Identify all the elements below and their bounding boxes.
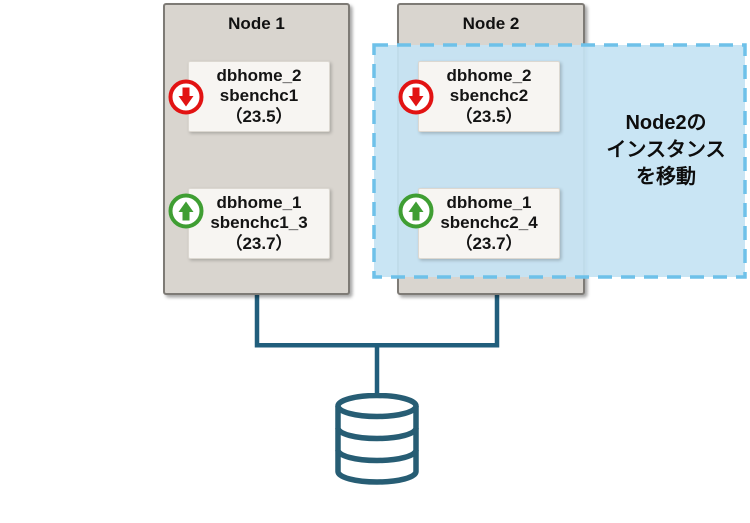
up-arrow-icon xyxy=(168,193,204,229)
annotation-text: Node2の インスタンス を移動 xyxy=(606,112,726,188)
database-icon xyxy=(335,393,419,485)
node2-title: Node 2 xyxy=(462,14,520,33)
node2-dbhome1-label: dbhome_1 sbenchc2_4 （23.7） xyxy=(440,192,538,253)
node2-dbhome1-box: dbhome_1 sbenchc2_4 （23.7） xyxy=(418,188,560,259)
node1-title: Node 1 xyxy=(228,14,285,33)
node1-dbhome1-label: dbhome_1 sbenchc1_3 （23.7） xyxy=(210,192,308,253)
node2-dbhome2-box: dbhome_2 sbenchc2 （23.5） xyxy=(418,61,560,132)
down-arrow-icon xyxy=(168,79,204,115)
node1-dbhome1-box: dbhome_1 sbenchc1_3 （23.7） xyxy=(188,188,330,259)
down-arrow-icon xyxy=(398,79,434,115)
up-arrow-icon xyxy=(398,193,434,229)
node2-dbhome2-label: dbhome_2 sbenchc2 （23.5） xyxy=(446,65,532,126)
node1-dbhome2-label: dbhome_2 sbenchc1 （23.5） xyxy=(216,65,302,126)
node1-dbhome2-box: dbhome_2 sbenchc1 （23.5） xyxy=(188,61,330,132)
